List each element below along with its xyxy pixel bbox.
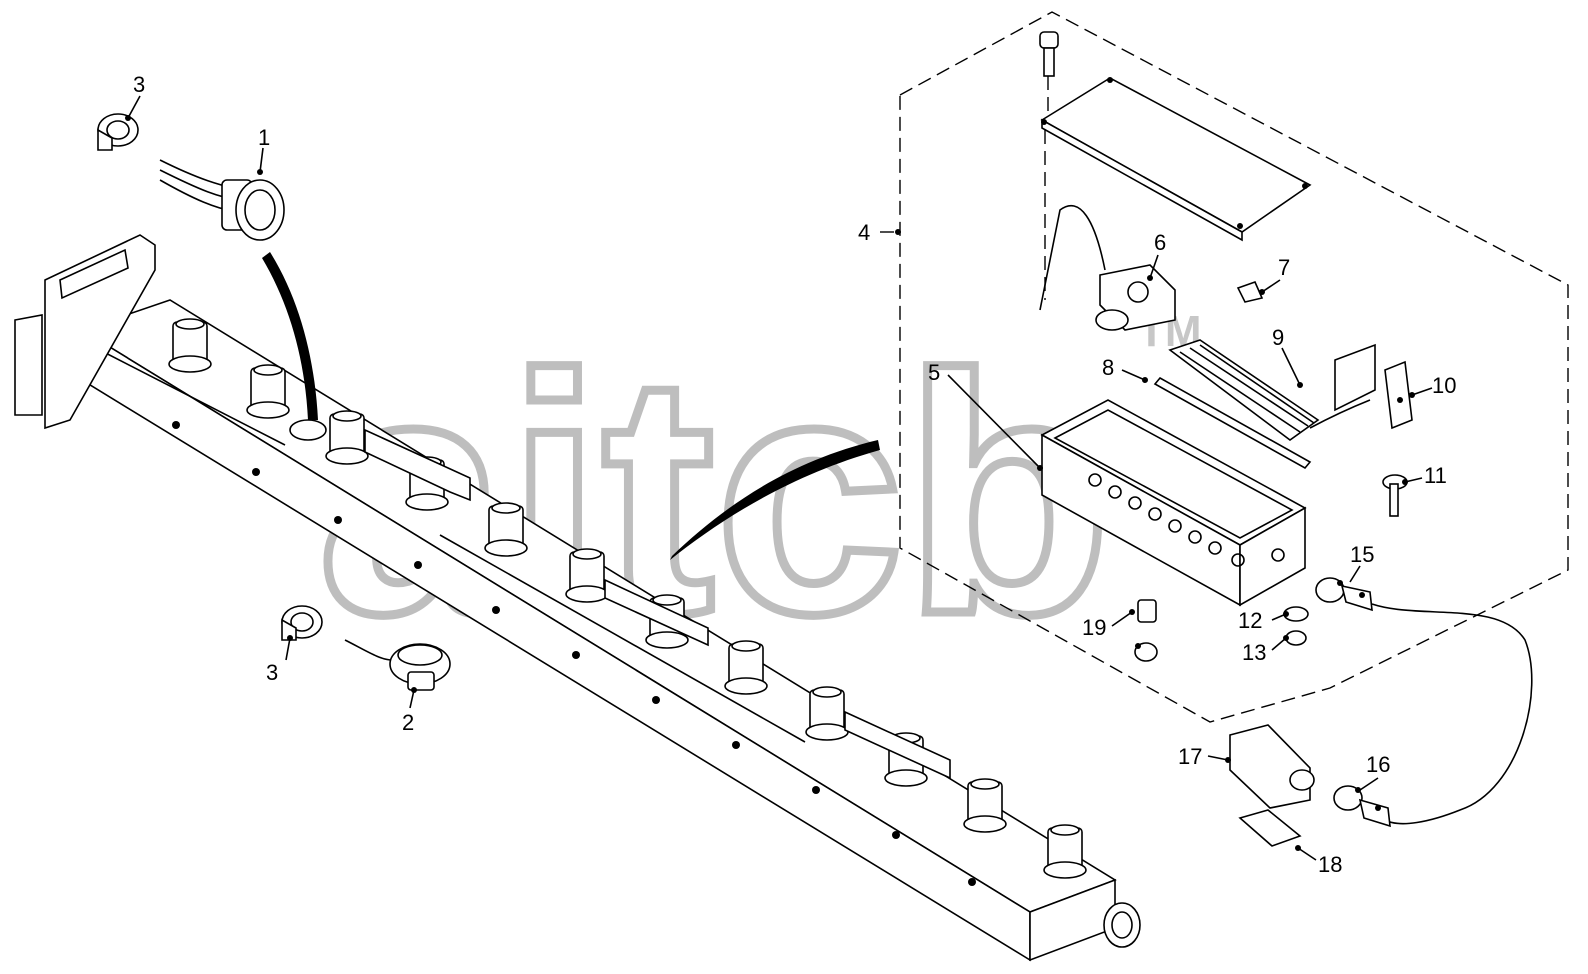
callout-2: 2 [402,710,414,735]
part-12-13-nuts [1283,606,1309,646]
nozzle-unit [565,548,609,603]
leader-curves [262,252,880,560]
part-bolt-top [1039,31,1059,118]
callout-6: 6 [1154,230,1166,255]
callout-7: 7 [1278,255,1290,280]
callout-18: 18 [1318,852,1342,877]
callout-12: 12 [1238,608,1262,633]
manifold-holes [172,421,976,886]
nozzle-unit [1043,824,1087,879]
nozzle-unit [484,502,528,557]
nozzle-unit [168,318,212,373]
leader-lines [125,95,1433,861]
part-6-cable-gland [1039,204,1176,331]
callout-4: 4 [858,220,870,245]
callout-15: 15 [1350,542,1374,567]
callout-19: 19 [1082,615,1106,640]
part-5-junction-box [1040,399,1307,607]
nozzle-unit [724,640,768,695]
part-15-connector [1315,577,1373,612]
callout-1: 1 [258,125,270,150]
part-17-plug-housing [1229,724,1315,809]
part-1-sensor [159,159,285,241]
part-16-connector [1333,785,1391,828]
callout-10: 10 [1432,373,1456,398]
nozzle-unit [963,778,1007,833]
callout-13: 13 [1242,640,1266,665]
part-18-insert [1238,809,1302,847]
callout-8: 8 [1102,355,1114,380]
callout-3-upper: 3 [133,72,145,97]
callout-17: 17 [1178,744,1202,769]
part-9-terminal-strip [1153,339,1320,470]
sensor-clips [364,428,951,780]
cable [1371,603,1533,825]
part-3-clamp-lower [281,605,323,641]
part-10-bracket [1384,360,1413,430]
nozzle-units [168,318,1087,879]
callout-5: 5 [928,360,940,385]
junction-box-assembly-boundary [899,11,1569,723]
part-2-sensor [344,639,451,691]
part-19-fittings [1134,599,1158,662]
callout-3-lower: 3 [266,660,278,685]
callout-16: 16 [1366,752,1390,777]
callout-11: 11 [1424,463,1447,488]
part-3-clamp-upper [97,113,139,151]
junction-box-lid [1040,77,1312,242]
nozzle-unit [805,686,849,741]
part-9-cover-plate [1309,343,1376,429]
nozzle-unit [325,410,369,465]
callout-9: 9 [1272,325,1284,350]
nozzle-unit [246,364,290,419]
callout-labels: 1 2 3 3 4 5 6 7 8 9 10 11 12 13 15 16 17… [133,72,1456,877]
junction-box-ports [1088,473,1285,567]
part-7-clip [1236,280,1264,303]
